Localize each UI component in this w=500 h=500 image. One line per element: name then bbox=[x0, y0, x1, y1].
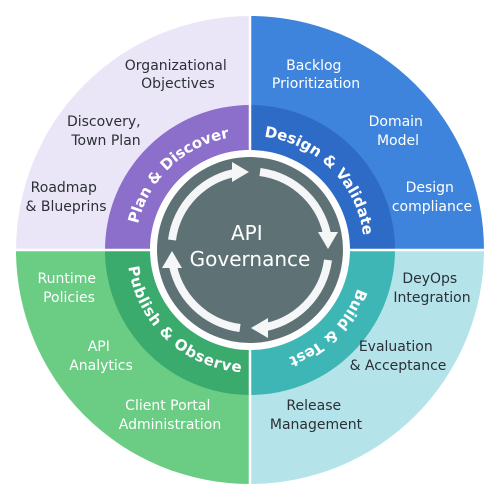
circular-arrowheads bbox=[162, 162, 338, 338]
ring-plan-discover bbox=[105, 105, 268, 250]
item-roadmap-blueprins: Roadmap & Blueprins bbox=[25, 180, 106, 215]
item-client-portal-administration: Client Portal Administration bbox=[119, 398, 221, 433]
item-domain-model: Domain Model bbox=[369, 114, 428, 149]
item-deyops-integration: DeyOps Integration bbox=[393, 271, 470, 306]
item-discovery-town-plan: Discovery, Town Plan bbox=[67, 114, 145, 149]
item-organizational-objectives: Organizational Objectives bbox=[125, 58, 231, 92]
center-title-line1: API bbox=[231, 221, 263, 245]
item-release-management: Release Management bbox=[270, 398, 363, 433]
item-runtime-policies: Runtime Policies bbox=[38, 271, 101, 306]
circular-arrows-icon bbox=[168, 168, 332, 332]
item-backlog-prioritization: Backlog Prioritization bbox=[272, 58, 360, 92]
center-disc bbox=[157, 157, 343, 343]
center-title: API Governance bbox=[190, 221, 311, 271]
item-api-analytics: API Analytics bbox=[69, 339, 133, 374]
center-title-line2: Governance bbox=[190, 247, 311, 271]
item-evaluation-acceptance: Evaluation & Acceptance bbox=[350, 339, 447, 374]
item-design-compliance: Design compliance bbox=[392, 180, 472, 215]
